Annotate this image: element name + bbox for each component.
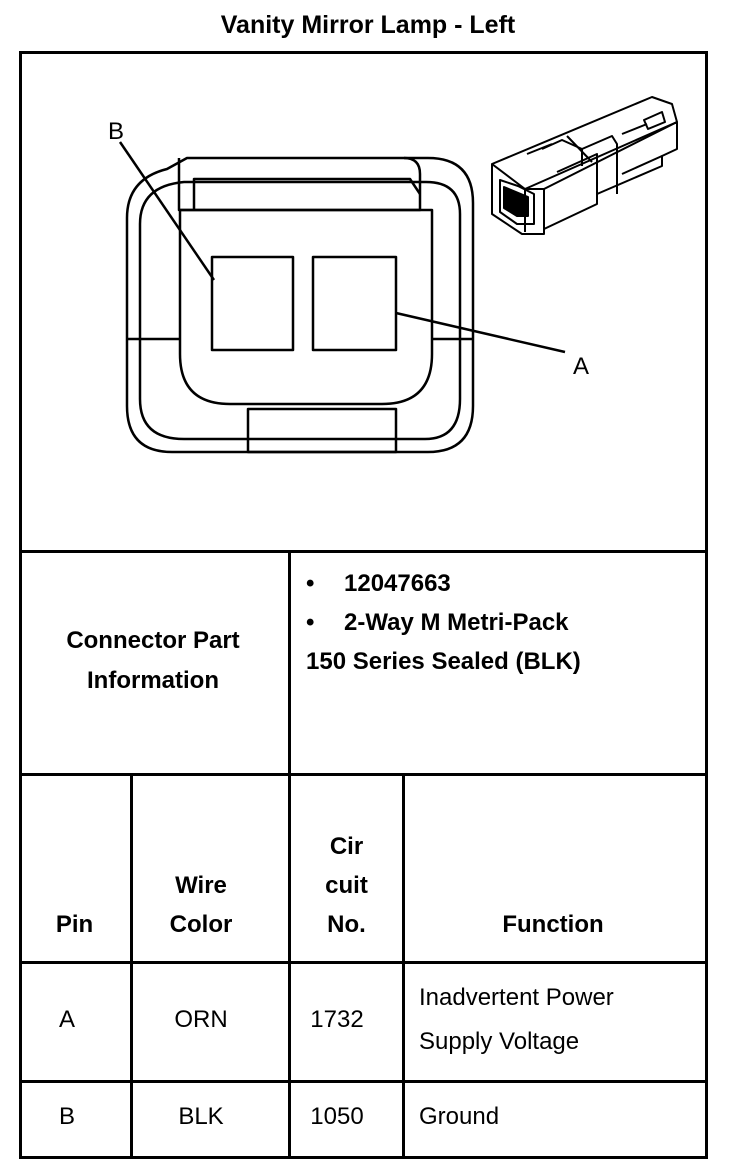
table-row: B [22, 1095, 112, 1139]
list-item: • 12047663 [306, 564, 701, 603]
connector-bottom-key [246, 407, 398, 454]
connector-inner-shell [138, 180, 462, 441]
header-function: Function [502, 911, 604, 938]
connector-outer-shell [125, 156, 475, 454]
table-row: BLK [133, 1095, 269, 1139]
cell-pin: B [58, 1103, 75, 1130]
header-circuit-line3: No. [327, 911, 366, 938]
connector-3d-view [491, 96, 678, 235]
cell-function-line1: Inadvertent Power [419, 984, 614, 1011]
grid-divider [22, 961, 705, 964]
part-number: 12047663 [344, 570, 451, 597]
cell-wire-color: ORN [174, 1006, 228, 1033]
grid-divider [22, 1080, 705, 1083]
cell-function-line2: Supply Voltage [419, 1028, 580, 1055]
grid-divider [130, 773, 133, 1156]
connector-part-info-list: • 12047663 • 2-Way M Metri-Pack 150 Series… [306, 564, 701, 681]
cell-function: Ground [419, 1103, 500, 1130]
table-row: 1732 [291, 998, 383, 1042]
cell-pin: A [58, 1006, 75, 1033]
connector-latch [177, 156, 422, 212]
cell-wire-color: BLK [178, 1103, 224, 1130]
pin-cavity-b [210, 255, 295, 352]
connector-part-info-label: Connector Part Information [19, 621, 287, 701]
connector-sheet: B A [19, 51, 708, 1159]
connector-part-info-label-line2: Information [87, 667, 219, 694]
leader-line-b [118, 141, 216, 281]
header-wire-color-line1: Wire [175, 872, 227, 899]
pin-cavity-a [311, 255, 398, 352]
connector-diagram-area: B A [22, 54, 705, 553]
connector-series: 150 Series Sealed (BLK) [306, 648, 581, 675]
cell-circuit: 1050 [310, 1103, 364, 1130]
header-wire-color-line2: Color [169, 911, 233, 938]
table-row: A [22, 998, 112, 1042]
pin-label-a: A [573, 353, 589, 380]
cell-circuit: 1732 [310, 1006, 364, 1033]
pin-label-b: B [108, 118, 124, 145]
bullet-icon: • [306, 570, 315, 597]
grid-divider [288, 550, 291, 1156]
bullet-icon: • [306, 609, 315, 636]
leader-line-a [395, 311, 566, 354]
connector-part-info-label-line1: Connector Part [66, 627, 240, 654]
header-circuit-no: Cir cuit No. [291, 827, 402, 944]
table-row: 1050 [291, 1095, 383, 1139]
table-row: Ground [419, 1095, 699, 1139]
connector-type: 2-Way M Metri-Pack [344, 609, 569, 636]
list-item: • 2-Way M Metri-Pack [306, 603, 701, 642]
header-pin: Pin [55, 911, 94, 938]
header-wire-color: Wire Color [133, 866, 269, 944]
table-row: ORN [133, 998, 269, 1042]
connector-face-diagram: B A [108, 96, 678, 454]
connector-face [178, 208, 434, 406]
table-row: Inadvertent Power Supply Voltage [419, 976, 699, 1064]
grid-divider [402, 773, 405, 1156]
header-circuit-line2: cuit [325, 872, 368, 899]
header-circuit-line1: Cir [329, 833, 364, 860]
grid-divider [22, 773, 705, 776]
connector-latch-inner [192, 177, 422, 210]
page-title: Vanity Mirror Lamp - Left [220, 11, 516, 39]
